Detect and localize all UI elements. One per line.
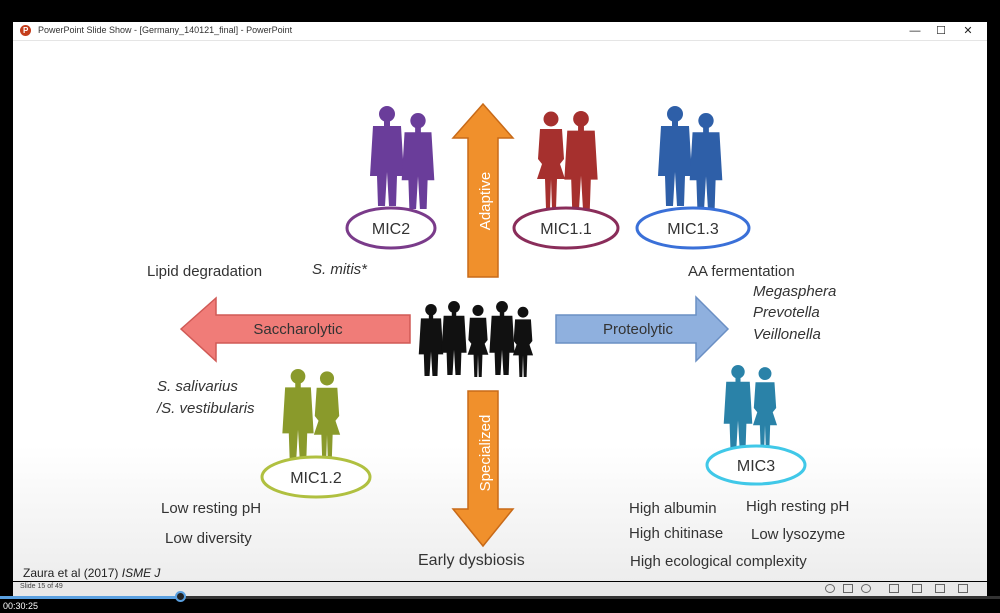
mic2-figures-icon (370, 106, 435, 209)
slide-counter: Slide 15 of 49 (20, 583, 63, 590)
specialized-arrow-label: Specialized (477, 415, 494, 492)
mic1-3-ring (635, 206, 751, 250)
lipid-degradation-text: Lipid degradation (147, 263, 263, 280)
app-icon-letter: P (23, 26, 29, 35)
normal-view-icon[interactable] (889, 584, 899, 593)
early-dysbiosis-text: Early dysbiosis (418, 552, 525, 569)
powerpoint-icon: P (20, 25, 31, 36)
video-scrub-handle[interactable] (175, 591, 186, 602)
megasphera-text: Megasphera (753, 283, 837, 300)
proteolytic-arrow-label: Proteolytic (603, 321, 674, 338)
presentation-view-icon[interactable] (958, 584, 968, 593)
saccharolytic-arrow-label: Saccharolytic (253, 321, 343, 338)
prevotella-text: Prevotella (753, 304, 820, 321)
high-ecological-complexity-text: High ecological complexity (630, 553, 807, 570)
adaptive-arrow-label: Adaptive (477, 172, 494, 230)
s-vestibularis-text: /S. vestibularis (157, 400, 255, 417)
mic1-2-ring (260, 455, 372, 499)
minimize-button[interactable]: — (909, 25, 921, 37)
video-timestamp: 00:30:25 (3, 601, 39, 611)
slide-canvas[interactable]: Adaptive Specialized Saccharolytic Prote… (13, 41, 987, 581)
s-salivarius-text: S. salivarius (157, 378, 238, 395)
window-title: PowerPoint Slide Show - [Germany_140121_… (38, 25, 293, 35)
high-albumin-text: High albumin (629, 500, 717, 517)
aa-fermentation-text: AA fermentation (688, 263, 795, 280)
reading-view-icon[interactable] (935, 584, 945, 593)
citation-journal: ISME J (121, 566, 161, 580)
low-diversity-text: Low diversity (165, 530, 252, 547)
mic1-1-figures-icon (537, 111, 598, 209)
slide-grid-icon[interactable] (912, 584, 922, 593)
high-resting-ph-text: High resting pH (746, 498, 850, 515)
slide-diagram: Adaptive Specialized Saccharolytic Prote… (179, 102, 807, 548)
proteolytic-arrow (555, 295, 730, 363)
saccharolytic-arrow (179, 296, 411, 363)
low-lysozyme-text: Low lysozyme (751, 526, 846, 543)
mic3-figures-icon (723, 365, 778, 451)
adaptive-arrow (451, 102, 515, 278)
mic1-1-label: MIC1.1 (540, 221, 592, 238)
high-chitinase-text: High chitinase (629, 525, 724, 542)
people-group-icon (418, 301, 534, 377)
mic2-label: MIC2 (372, 221, 410, 238)
specialized-arrow (451, 390, 515, 548)
video-progress-track[interactable] (0, 591, 1000, 602)
mic1-3-figures-icon (658, 106, 723, 209)
mic2-ring (345, 206, 437, 250)
s-mitis-text: S. mitis* (312, 261, 368, 278)
low-resting-ph-text: Low resting pH (161, 500, 262, 517)
maximize-button[interactable]: ☐ (936, 25, 946, 37)
previous-slide-icon[interactable] (825, 584, 835, 593)
veillonella-text: Veillonella (753, 326, 821, 343)
mic1-2-label: MIC1.2 (290, 470, 342, 487)
slide-sorter-icon[interactable] (843, 584, 853, 593)
close-button[interactable]: ✕ (963, 25, 973, 37)
mic1-1-ring (512, 206, 620, 250)
mic3-label: MIC3 (737, 458, 775, 475)
next-slide-icon[interactable] (861, 584, 871, 593)
slideshow-control-bar: Slide 15 of 49 (13, 582, 987, 596)
citation: Zaura et al (2017) ISME J (23, 566, 160, 580)
mic3-ring (705, 444, 807, 486)
mic1-3-label: MIC1.3 (667, 221, 719, 238)
video-progress-fill (0, 596, 180, 599)
citation-authors: Zaura et al (2017) (23, 566, 119, 580)
mic1-2-figures-icon (282, 369, 341, 463)
window-titlebar: P PowerPoint Slide Show - [Germany_14012… (13, 22, 987, 41)
